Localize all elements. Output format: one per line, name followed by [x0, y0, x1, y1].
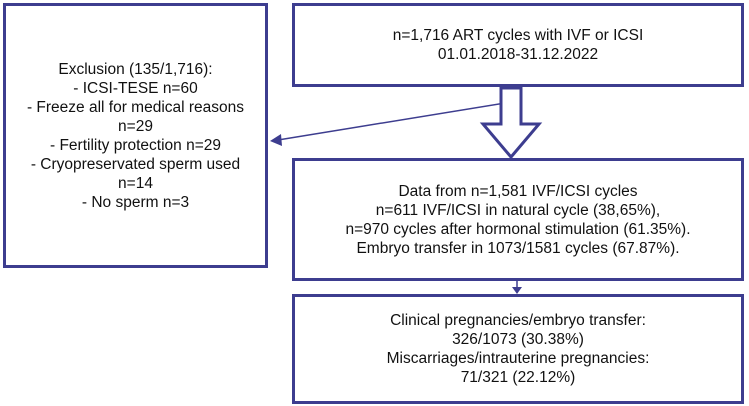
outcome-line: Clinical pregnancies/embryo transfer:: [390, 312, 646, 329]
exclusion-title: Exclusion (135/1,716):: [58, 60, 213, 78]
outcome-arrow: [512, 281, 522, 294]
exclusion-item: - No sperm n=3: [81, 193, 190, 211]
data-line: n=611 IVF/ICSI in natural cycle (38,65%)…: [375, 201, 661, 219]
data-line: Data from n=1,581 IVF/ICSI cycles: [398, 182, 638, 200]
outcome-line: Miscarriages/intrauterine pregnancies:: [386, 350, 650, 367]
exclusion-item: - Freeze all for medical reasons: [26, 98, 245, 116]
outcome-box: Clinical pregnancies/embryo transfer: 32…: [292, 294, 744, 404]
outcome-line: 326/1073 (30.38%): [452, 331, 584, 348]
cycles-line: n=1,716 ART cycles with IVF or ICSI: [392, 27, 644, 44]
exclusion-box: Exclusion (135/1,716): - ICSI-TESE n=60 …: [3, 3, 268, 268]
cycles-date-range: 01.01.2018-31.12.2022: [437, 46, 599, 63]
exclusion-item: - ICSI-TESE n=60: [73, 79, 198, 97]
main-flow-arrow: [479, 86, 543, 160]
exclusion-arrow: [270, 101, 512, 146]
exclusion-item: n=14: [118, 174, 153, 192]
cycles-box: n=1,716 ART cycles with IVF or ICSI 01.0…: [292, 3, 744, 87]
outcome-line: 71/321 (22.12%): [460, 369, 576, 386]
data-line: n=970 cycles after hormonal stimulation …: [345, 220, 691, 238]
data-line: Embryo transfer in 1073/1581 cycles (67.…: [356, 239, 680, 257]
exclusion-item: - Fertility protection n=29: [49, 136, 221, 154]
exclusion-item: - Cryopreservated sperm used: [30, 155, 241, 173]
exclusion-item: n=29: [118, 117, 153, 135]
data-box: Data from n=1,581 IVF/ICSI cycles n=611 …: [292, 158, 744, 281]
